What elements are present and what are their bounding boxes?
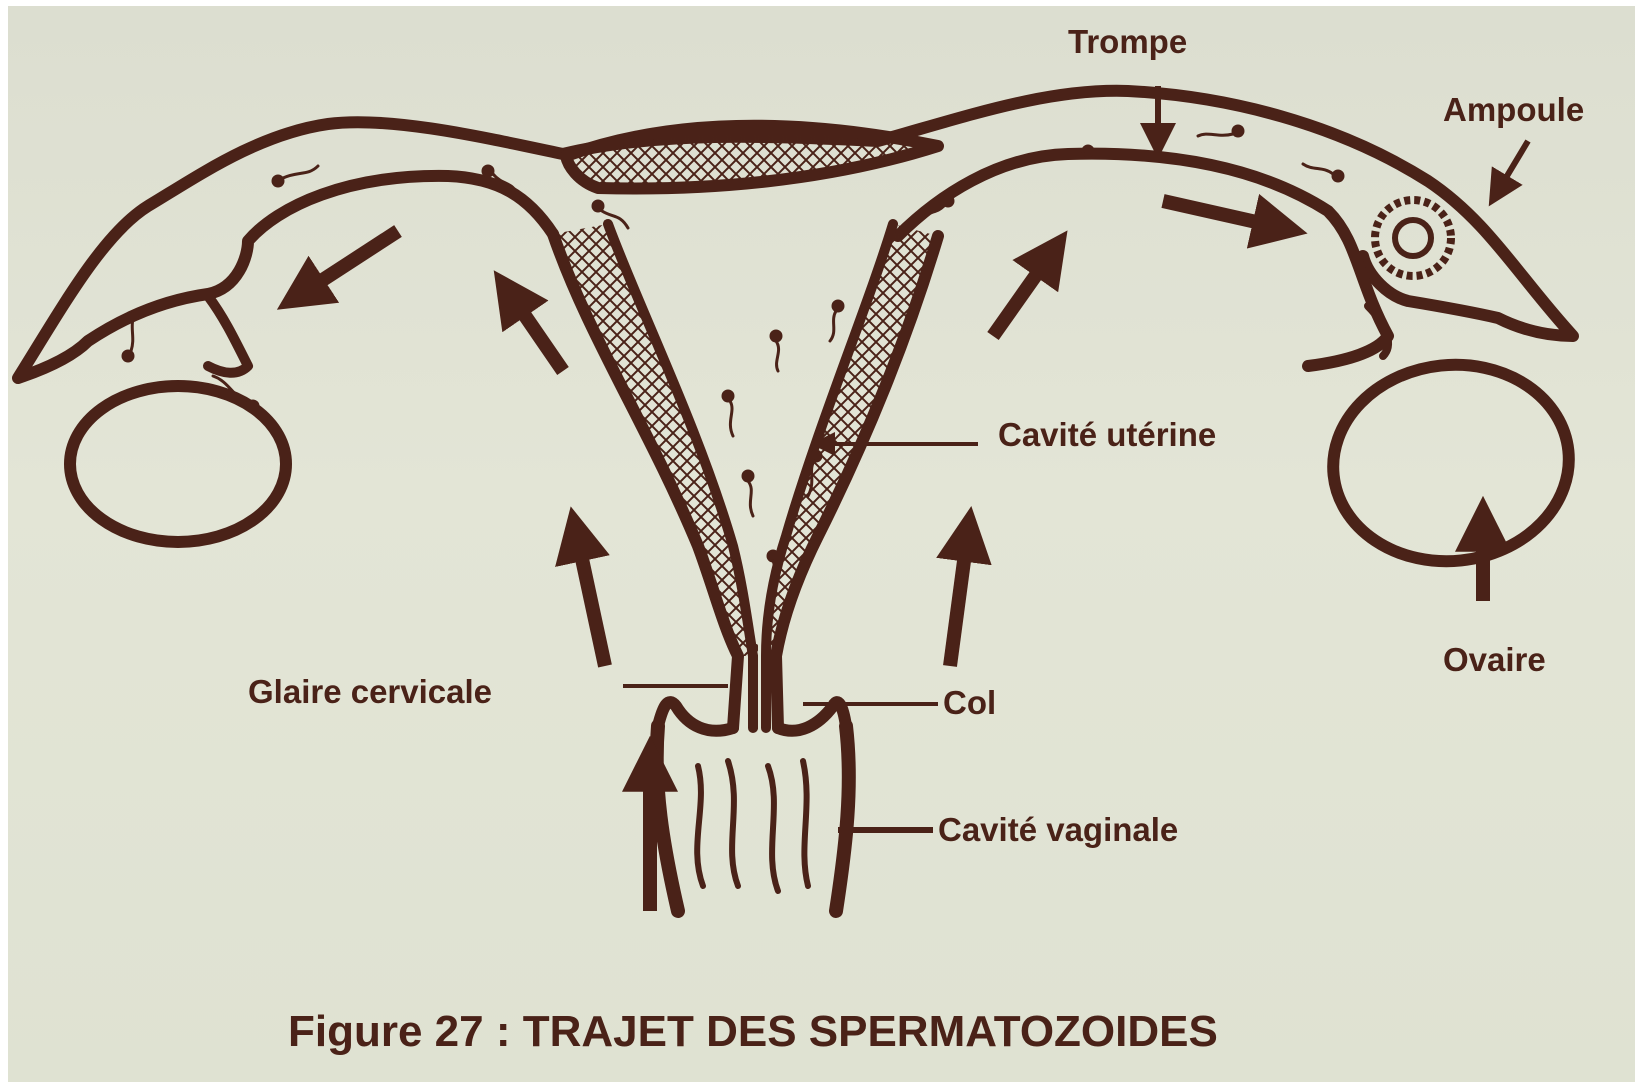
vagina-right-wall	[836, 726, 849, 911]
label-cavite-uterine: Cavité utérine	[998, 416, 1216, 453]
label-ampoule: Ampoule	[1443, 91, 1584, 128]
figure-caption: Figure 27 : TRAJET DES SPERMATOZOIDES	[288, 1007, 1218, 1056]
oocyte-nucleus	[1395, 220, 1431, 256]
uterus-diagram: Trompe Ampoule Cavité utérine Ovaire Gla…	[8, 6, 1635, 1082]
leader-lines	[623, 86, 1528, 830]
uterine-fundus	[566, 126, 938, 189]
cervix-right	[778, 702, 846, 731]
label-ovaire: Ovaire	[1443, 641, 1546, 678]
oocyte	[1375, 200, 1451, 276]
vagina-left-wall	[657, 726, 678, 911]
cervix-left	[658, 702, 733, 731]
left-tube	[18, 122, 563, 378]
label-glaire-cervicale: Glaire cervicale	[248, 673, 492, 710]
vaginal-folds	[697, 761, 808, 891]
label-trompe: Trompe	[1068, 23, 1187, 60]
label-cavite-vaginale: Cavité vaginale	[938, 811, 1178, 848]
right-tube-inner	[898, 154, 1388, 366]
label-col: Col	[943, 684, 996, 721]
slide-background: Trompe Ampoule Cavité utérine Ovaire Gla…	[8, 6, 1635, 1082]
left-fimbria	[208, 296, 248, 373]
myometrium-right	[766, 224, 938, 656]
right-ovary	[1323, 353, 1578, 573]
